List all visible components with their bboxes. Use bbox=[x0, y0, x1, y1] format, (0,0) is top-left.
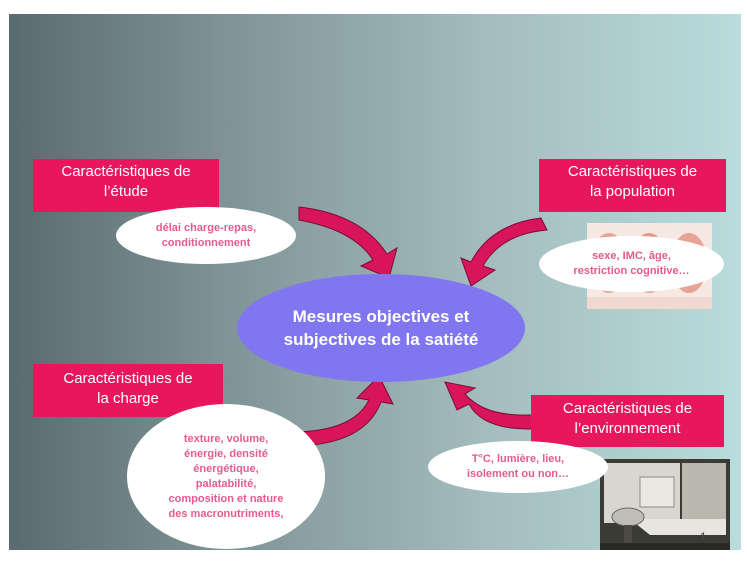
environnement-title-line2: l’environnement bbox=[574, 420, 681, 437]
charge-detail-line: énergie, densité bbox=[184, 447, 268, 460]
etude-title-line2: l’étude bbox=[103, 183, 149, 200]
population-detail-line1: sexe, IMC, âge, bbox=[592, 250, 671, 262]
charge-detail-line: énergétique, bbox=[193, 462, 259, 475]
environnement-title-line1: Caractéristiques de bbox=[562, 400, 693, 417]
etude-box: Caractéristiques de l’étude bbox=[33, 159, 219, 212]
arrow-charge-to-center bbox=[290, 375, 394, 447]
population-detail-ellipse: sexe, IMC, âge, restriction cognitive… bbox=[539, 236, 724, 292]
charge-detail-line: texture, volume, bbox=[183, 432, 269, 445]
etude-detail-line1: délai charge-repas, bbox=[155, 221, 257, 234]
population-title-line1: Caractéristiques de bbox=[567, 163, 698, 180]
arrow-environnement-to-center bbox=[444, 381, 550, 430]
population-title-line2: la population bbox=[589, 183, 676, 200]
center-node: Mesures objectives et subjectives de la … bbox=[237, 274, 525, 382]
charge-title-line1: Caractéristiques de bbox=[63, 370, 193, 387]
center-line1: Mesures objectives et bbox=[292, 307, 470, 326]
environnement-box: Caractéristiques de l’environnement bbox=[531, 395, 724, 447]
etude-title-line1: Caractéristiques de bbox=[61, 163, 191, 180]
arrow-population-to-center bbox=[460, 217, 548, 287]
population-detail-line2: restriction cognitive… bbox=[573, 265, 690, 277]
etude-detail-line2: conditionnement bbox=[161, 236, 251, 249]
environnement-detail-line2: isolement ou non… bbox=[466, 468, 570, 480]
environnement-detail-line1: T°C, lumière, lieu, bbox=[471, 453, 565, 465]
slide-background: Caractéristiques de l’étude délai charge… bbox=[9, 14, 741, 550]
charge-detail-ellipse: texture, volume, énergie, densité énergé… bbox=[127, 404, 325, 549]
charge-detail-line: des macronutriments, bbox=[168, 507, 284, 520]
charge-detail-line: composition et nature bbox=[168, 492, 284, 505]
population-box: Caractéristiques de la population bbox=[539, 159, 726, 212]
arrow-etude-to-center bbox=[298, 206, 398, 279]
charge-title-line2: la charge bbox=[97, 390, 159, 407]
etude-detail-ellipse: délai charge-repas, conditionnement bbox=[116, 207, 296, 264]
page-number: 1 bbox=[700, 530, 707, 544]
room-photo bbox=[600, 459, 730, 550]
environnement-detail-ellipse: T°C, lumière, lieu, isolement ou non… bbox=[428, 441, 608, 493]
center-line2: subjectives de la satiété bbox=[283, 330, 479, 349]
charge-detail-line: palatabilité, bbox=[195, 477, 257, 490]
